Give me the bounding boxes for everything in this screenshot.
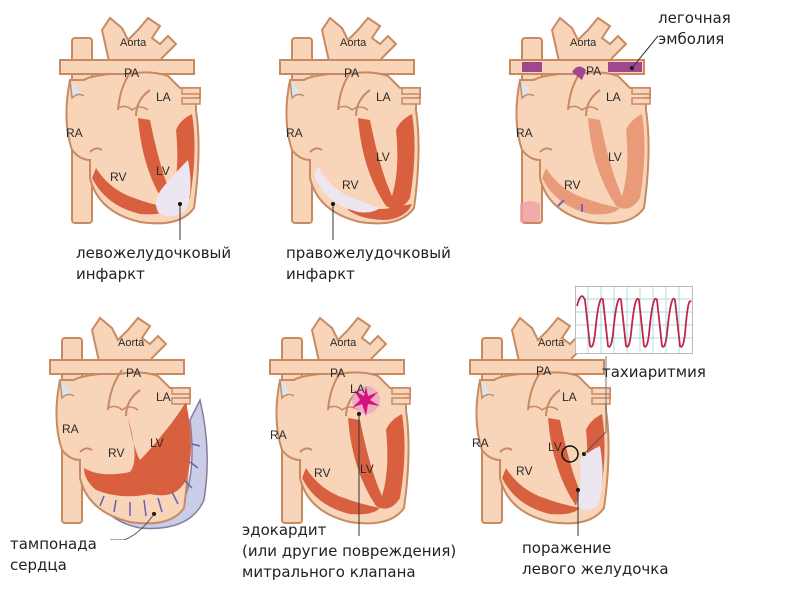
label-lv: LV bbox=[376, 150, 390, 164]
heart-diagram bbox=[469, 317, 611, 536]
label-ra: RA bbox=[66, 126, 83, 140]
label-pa: PA bbox=[344, 66, 360, 80]
caption-tachyarrhythmia: тахиаритмия bbox=[602, 363, 706, 381]
heart-diagram bbox=[59, 17, 201, 240]
ecg-strip-tachyarrhythmia bbox=[575, 286, 693, 354]
caption-mitral-endocarditis: эдокардит (или другие повреждения) митра… bbox=[242, 521, 457, 581]
label-rv: RV bbox=[342, 178, 359, 192]
vegetation-lesion bbox=[352, 386, 380, 416]
label-lv: LV bbox=[608, 150, 622, 164]
heart-diagram bbox=[279, 17, 421, 240]
caption-lv-damage: поражение левого желудочка bbox=[522, 539, 669, 578]
label-rv: RV bbox=[564, 178, 581, 192]
panel-mitral-endocarditis: Aorta PA LA RA RV LV эдокардит (или друг… bbox=[220, 300, 480, 600]
panel-lv-infarct: Aorta PA LA RA RV LV левожелудочковый ин… bbox=[10, 0, 270, 300]
label-la: LA bbox=[376, 90, 391, 104]
label-la: LA bbox=[606, 90, 621, 104]
heart-diagram bbox=[509, 17, 659, 225]
label-la: LA bbox=[156, 390, 171, 404]
label-pa: PA bbox=[586, 64, 602, 78]
label-lv: LV bbox=[548, 440, 562, 454]
label-aorta: Aorta bbox=[570, 37, 597, 49]
infarct-area bbox=[156, 160, 191, 217]
caption-pulmonary-embolism: легочная эмболия bbox=[658, 9, 731, 48]
label-pa: PA bbox=[126, 366, 142, 380]
label-la: LA bbox=[562, 390, 577, 404]
label-rv: RV bbox=[110, 170, 127, 184]
label-la: LA bbox=[156, 90, 171, 104]
label-rv: RV bbox=[314, 466, 331, 480]
caption-cardiac-tamponade: тампонада сердца bbox=[10, 535, 97, 574]
label-ra: RA bbox=[270, 428, 287, 442]
ecg-waveform bbox=[576, 295, 692, 348]
label-rv: RV bbox=[108, 446, 125, 460]
caption-lv-infarct: левожелудочковый инфаркт bbox=[76, 244, 232, 283]
infarct-area bbox=[314, 166, 380, 213]
label-aorta: Aorta bbox=[340, 37, 367, 49]
label-aorta: Aorta bbox=[330, 337, 357, 349]
label-ra: RA bbox=[62, 422, 79, 436]
panel-pulmonary-embolism: Aorta PA LA RA RV LV легочная эмболия bbox=[460, 0, 731, 300]
caption-rv-infarct: правожелудочковый инфаркт bbox=[286, 244, 451, 283]
panel-rv-infarct: Aorta PA LA RA RV LV правожелудочковый и… bbox=[230, 0, 490, 300]
label-lv: LV bbox=[156, 164, 170, 178]
label-aorta: Aorta bbox=[538, 337, 565, 349]
label-aorta: Aorta bbox=[120, 37, 147, 49]
damage-area bbox=[576, 446, 603, 510]
heart-diagram bbox=[269, 317, 411, 536]
label-pa: PA bbox=[124, 66, 140, 80]
label-ra: RA bbox=[286, 126, 303, 140]
label-ra: RA bbox=[516, 126, 533, 140]
label-rv: RV bbox=[516, 464, 533, 478]
embolus-left bbox=[522, 62, 542, 72]
label-pa: PA bbox=[536, 364, 552, 378]
heart-diagram bbox=[49, 317, 208, 540]
label-lv: LV bbox=[150, 436, 164, 450]
label-la: LA bbox=[350, 382, 365, 396]
reentry-circuit-icon bbox=[561, 445, 579, 463]
embolus-right bbox=[608, 62, 642, 72]
panel-lv-damage-tachyarrhythmia: Aorta PA LA RA RV LV тахиаритмия поражен… bbox=[420, 300, 800, 600]
label-lv: LV bbox=[360, 462, 374, 476]
label-ra: RA bbox=[472, 436, 489, 450]
label-pa: PA bbox=[330, 366, 346, 380]
label-aorta: Aorta bbox=[118, 337, 145, 349]
panel-cardiac-tamponade: Aorta PA LA RA RV LV тампонада сердца bbox=[0, 300, 260, 600]
